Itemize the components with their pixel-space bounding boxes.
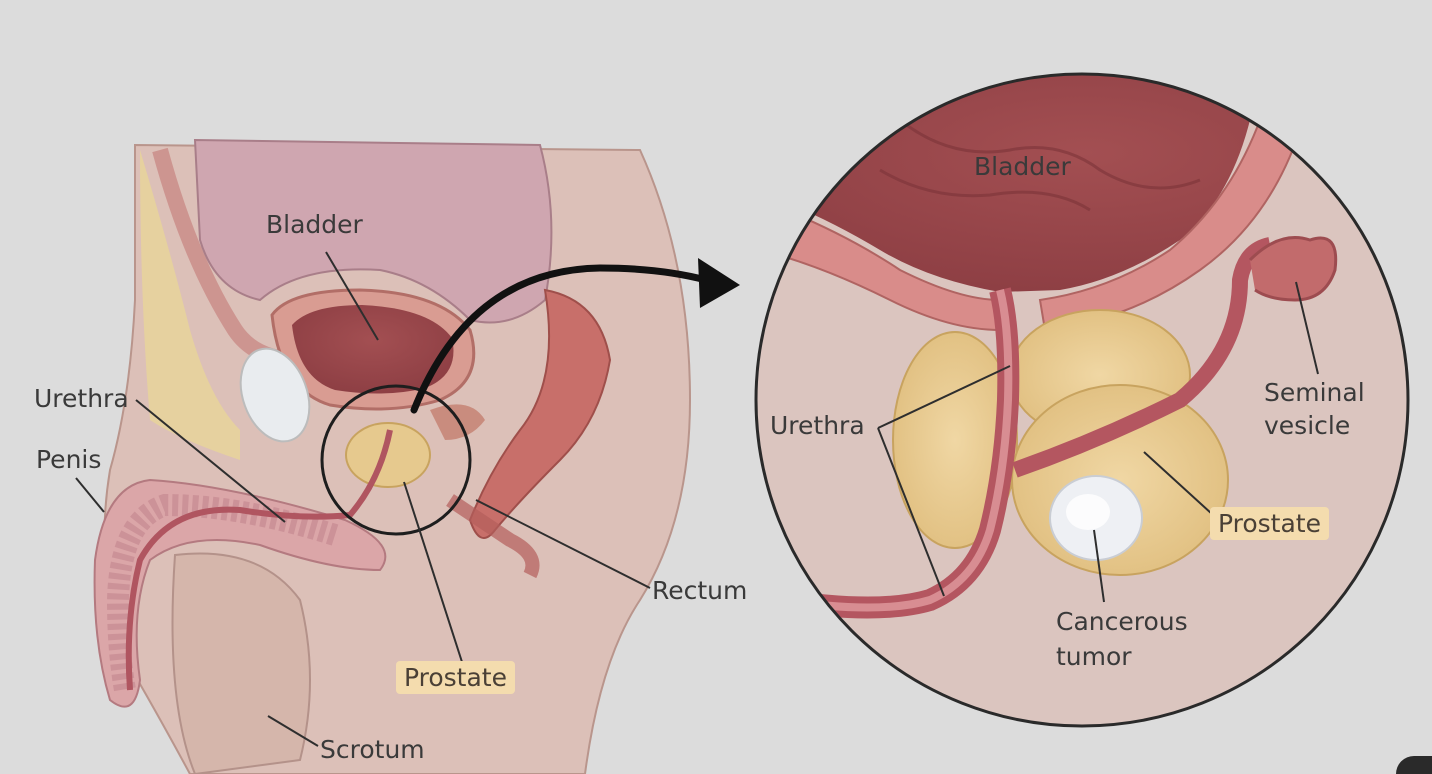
magnified-view: [754, 72, 1410, 728]
curved-arrow-icon: [410, 258, 740, 414]
label-urethra-right: Urethra: [770, 411, 865, 440]
sagittal-view: [93, 138, 692, 774]
label-bladder-left: Bladder: [266, 210, 363, 239]
label-penis: Penis: [36, 445, 102, 474]
label-urethra-left: Urethra: [34, 384, 129, 413]
label-prostate-left: Prostate: [396, 661, 515, 694]
label-tumor-line1: Cancerous: [1056, 607, 1188, 636]
label-rectum: Rectum: [652, 576, 748, 605]
label-prostate-right: Prostate: [1210, 507, 1329, 540]
corner-badge: [1396, 756, 1432, 774]
label-seminal-line1: Seminal: [1264, 378, 1365, 407]
label-seminal-line2: vesicle: [1264, 411, 1351, 440]
label-scrotum: Scrotum: [320, 735, 425, 764]
label-bladder-right: Bladder: [974, 152, 1071, 181]
label-tumor-line2: tumor: [1056, 642, 1132, 671]
leader-lines: [75, 251, 1319, 747]
